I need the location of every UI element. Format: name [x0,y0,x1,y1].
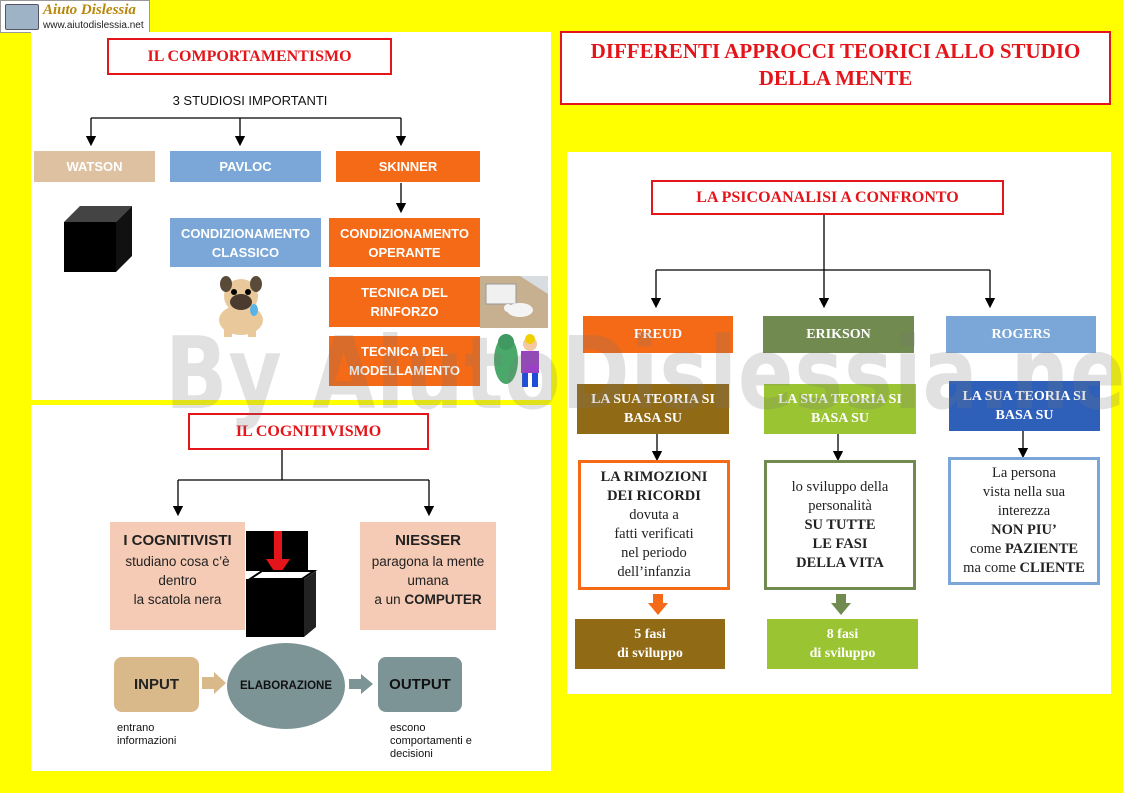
freud-line-1: LA RIMOZIONI [600,469,708,485]
psychoanalysis-title: LA PSICOANALISI A CONFRONTO [651,180,1004,215]
pug-dog-icon [219,276,263,337]
modeling-box: TECNICA DEL MODELLAMENTO [329,336,480,386]
erikson-line-3: SU TUTTE [804,516,876,533]
freud-box: FREUD [583,316,733,353]
behaviorism-title: IL COMPORTAMENTISMO [107,38,392,75]
erikson-theory-detail: lo sviluppo della personalità SU TUTTE L… [764,460,916,590]
output-note: escono comportamenti e decisioni [390,722,472,760]
pavloc-box: PAVLOC [170,151,321,182]
freud-line-3: dovuta a [629,507,679,523]
freud-theory-detail: LA RIMOZIONI DEI RICORDI dovuta a fatti … [578,460,730,590]
freud-line-2: DEI RICORDI [607,488,701,504]
cognitivists-title: I COGNITIVISTI [123,532,232,549]
erikson-phases-box: 8 fasi di sviluppo [767,619,918,669]
output-box: OUTPUT [378,657,462,712]
freud-phases-box: 5 fasi di sviluppo [575,619,725,669]
input-note: entrano informazioni [117,722,177,747]
modeling-image [494,334,539,387]
logo-name: Aiuto Dislessia [43,2,136,18]
niesser-title: NIESSER [395,532,461,549]
main-title: DIFFERENTI APPROCCI TEORICI ALLO STUDIO … [560,31,1111,105]
arrow-down-icon [648,594,668,616]
cognitivists-line-2: dentro [158,573,197,588]
input-box: INPUT [114,657,199,712]
cognitivism-title: IL COGNITIVISMO [188,413,429,450]
niesser-line-2: umana [407,573,449,588]
niesser-line-1: paragona la mente [371,554,485,569]
erikson-line-4: LE FASI [812,535,868,552]
black-box-icon [64,206,132,272]
book-icon [5,4,39,30]
rogers-client: CLIENTE [1019,560,1085,576]
rogers-line-1: La persona [991,465,1056,481]
operant-conditioning-box: CONDIZIONAMENTO OPERANTE [329,218,480,267]
rogers-line-2: vista nella sua [982,484,1066,500]
erikson-line-1: lo sviluppo della [791,478,889,495]
rogers-line-6a: ma come [963,560,1016,576]
rogers-line-5a: come [969,541,1002,557]
erikson-line-5: DELLA VITA [796,554,884,571]
watson-box: WATSON [34,151,155,182]
freud-theory-box: LA SUA TEORIA SI BASA SU [577,384,729,434]
rogers-theory-box: LA SUA TEORIA SI BASA SU [949,381,1100,431]
erikson-theory-box: LA SUA TEORIA SI BASA SU [764,384,916,434]
classical-conditioning-box: CONDIZIONAMENTO CLASSICO [170,218,321,267]
black-box-arrow-icon [246,531,318,637]
behaviorism-subtitle: 3 STUDIOSI IMPORTANTI [172,93,328,108]
rogers-line-3: interezza [997,503,1051,519]
niesser-box: NIESSER paragona la mente umana a un COM… [360,522,496,630]
skinner-box-image [480,276,548,328]
logo-url: www.aiutodislessia.net [43,20,144,31]
niesser-line-3: a un [374,592,401,607]
rogers-line-4: NON PIU’ [991,522,1057,538]
rogers-theory-detail: La persona vista nella sua interezza NON… [948,457,1100,585]
rogers-box: ROGERS [946,316,1096,353]
reinforcement-box: TECNICA DEL RINFORZO [329,277,480,327]
erikson-box: ERIKSON [763,316,914,353]
erikson-line-2: personalità [808,497,872,514]
skinner-box: SKINNER [336,151,480,182]
niesser-computer: COMPUTER [404,592,482,607]
freud-line-5: nel periodo [621,545,687,561]
cognitivists-box: I COGNITIVISTI studiano cosa c’è dentro … [110,522,245,630]
logo: Aiuto Dislessia www.aiutodislessia.net [0,0,150,33]
rogers-patient: PAZIENTE [1004,541,1079,557]
cognitivists-line-1: studiano cosa c’è [125,554,230,569]
processing-ellipse: ELABORAZIONE [227,643,345,729]
arrow-down-icon [831,594,851,616]
freud-line-6: dell’infanzia [617,564,691,580]
cognitivists-line-3: la scatola nera [133,592,222,607]
freud-line-4: fatti verificati [614,526,694,542]
